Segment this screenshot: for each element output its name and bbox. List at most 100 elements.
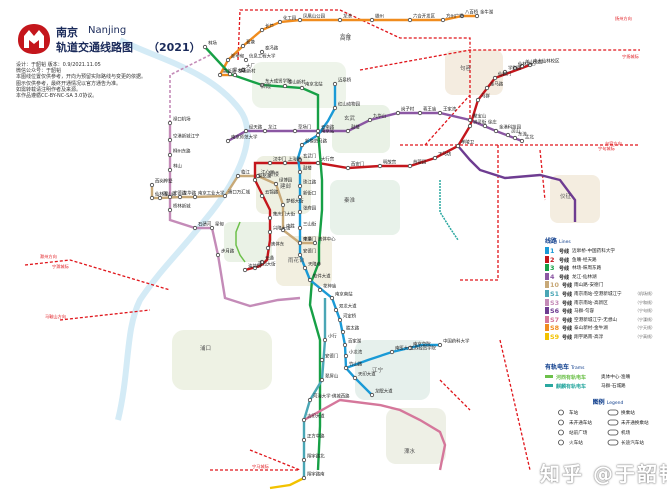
station-label: 化工园 xyxy=(283,15,297,22)
station-label: 星火路 xyxy=(233,67,247,74)
station-labels: 金牛湖八百桥方州广场六合开发区雄州龙池凤凰山公园化工园长芦葛塘卸甲甸大厂高新区信… xyxy=(155,9,560,478)
station-dot xyxy=(280,227,286,233)
station-dot xyxy=(407,163,413,169)
line-suffix: 号线 xyxy=(562,291,573,298)
line-code: S7 xyxy=(550,315,560,324)
station-label: 金马路 xyxy=(490,81,504,88)
line-route: 马群-句容 xyxy=(574,309,595,315)
station-symbol-icon xyxy=(555,409,567,418)
station-dot xyxy=(149,182,155,188)
station-dot xyxy=(342,342,348,348)
station-dot xyxy=(492,75,498,81)
station-dot xyxy=(297,17,303,23)
station-label: 南京工业大学 xyxy=(198,190,225,197)
watermark: 知乎 @于韶韬 xyxy=(540,462,667,486)
direction-callout: 句容方向 xyxy=(605,140,622,147)
station-label: 天印大道 xyxy=(358,371,376,378)
station-dot xyxy=(527,62,533,68)
station-label: 汉中门 xyxy=(273,156,286,163)
station-label: 明故宫 xyxy=(383,159,397,166)
station-dot xyxy=(280,202,286,208)
station-dot xyxy=(157,195,163,201)
station-dot xyxy=(252,265,258,271)
station-dot xyxy=(519,138,525,144)
legend-title-en: Lines xyxy=(559,240,571,245)
station-label: 云锦路 xyxy=(265,189,279,196)
station-label: 仙鹤门 xyxy=(498,71,511,78)
station-label: 龙江 xyxy=(268,124,277,131)
station-dot xyxy=(329,295,335,301)
station-label: 经天路 xyxy=(249,124,263,131)
tram-title-en: Trams xyxy=(571,366,585,371)
meta-line: 本作品遵循CC-BY-NC-SA 3.0协议。 xyxy=(16,93,98,100)
line-suffix: 号线 xyxy=(562,309,573,316)
station-label: 软件大道 xyxy=(313,273,331,280)
station-label: 油坊桥 xyxy=(248,263,262,270)
station-label: 大厂 xyxy=(246,63,255,70)
station-dot xyxy=(407,345,413,351)
station-dot xyxy=(282,83,288,89)
station-label: 孟北 xyxy=(525,134,534,141)
symbol-legend-row: 未开通车站未开通换乘站 xyxy=(553,418,663,428)
station-label: 迈皋桥 xyxy=(338,77,352,84)
station-dot xyxy=(340,329,346,335)
station-label: 龙眠大道 xyxy=(375,388,393,395)
district-label: 玄武 xyxy=(344,114,356,122)
station-label: 百家湖 xyxy=(348,338,362,345)
station-label: 龙华路 xyxy=(183,190,197,197)
station-label: 南大仙林校区 xyxy=(533,58,560,65)
interchange-symbol-icon xyxy=(607,429,619,438)
station-dot xyxy=(262,128,268,134)
station-dot xyxy=(267,229,273,235)
station-label: 集庆门大街 xyxy=(273,211,296,218)
station-label: 泰冯路 xyxy=(265,45,279,52)
station-dot xyxy=(167,207,173,213)
station-label: 花神庙 xyxy=(323,283,337,290)
station-dot xyxy=(467,117,473,123)
line-s6 xyxy=(457,145,577,222)
station-label: 东大成贤学院 xyxy=(265,78,292,85)
line-route: 泰山新村-金牛湖 xyxy=(574,326,608,332)
station-label: 梦都大街 xyxy=(286,198,304,205)
station-label: 奥体东 xyxy=(271,241,285,248)
station-label: 空港新城江宁 xyxy=(173,133,200,140)
station-dot xyxy=(455,143,461,149)
meta-line: 微信公众号：于韶韬 xyxy=(16,68,62,75)
station-label: 南医大·江苏经贸学院 xyxy=(395,345,437,352)
station-label: 王家湾 xyxy=(443,106,457,113)
station-label: 小行 xyxy=(328,333,337,340)
line-note: （宁和线） xyxy=(635,299,655,305)
station-label: 金港科技园 xyxy=(499,124,522,131)
station-label: 石碛河 xyxy=(198,221,212,228)
station-label: 金牛湖 xyxy=(480,9,494,16)
station-dot xyxy=(301,417,307,423)
station-label: 吉印大道 xyxy=(307,413,325,420)
station-dot xyxy=(297,252,303,258)
tram-route: 奥体中心-渔嘴 xyxy=(601,375,631,380)
station-dot xyxy=(297,240,303,246)
station-dot xyxy=(267,215,273,221)
line-color-swatch xyxy=(545,281,549,289)
line-suffix: 号线 xyxy=(562,334,573,341)
district-label: 秦淮 xyxy=(344,196,356,204)
station-label: 灵山 xyxy=(511,128,520,135)
station-dot xyxy=(240,43,246,49)
station-label: 聚宝山 xyxy=(473,113,486,120)
station-label: 桥林新城 xyxy=(173,203,191,210)
station-label: 蒋王庙 xyxy=(423,106,437,113)
station-dot xyxy=(332,81,338,87)
station-label: 新街口 xyxy=(303,190,316,197)
station-dot xyxy=(315,160,321,166)
station-dot xyxy=(377,163,383,169)
line-route: 鱼嘴-经天路 xyxy=(572,257,597,263)
station-dot xyxy=(222,193,228,199)
station-dot xyxy=(252,177,258,183)
station-dot xyxy=(432,155,438,161)
station-dot xyxy=(297,183,303,189)
station-label: 九华山 xyxy=(373,113,386,120)
district-label: 鼓楼 xyxy=(268,170,280,178)
tram-color-swatch xyxy=(545,375,553,378)
